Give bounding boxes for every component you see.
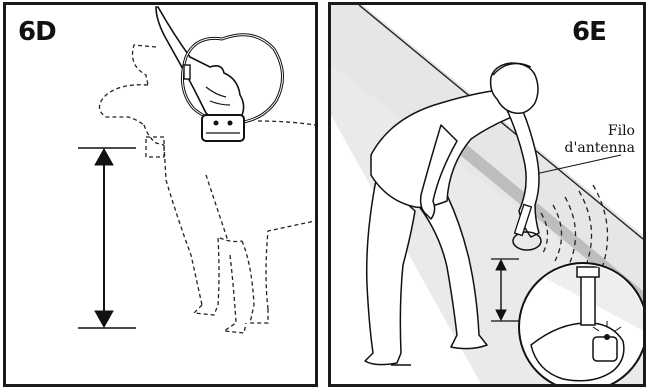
- figure-label-6d: 6D: [18, 19, 56, 45]
- magnified-inset: [519, 263, 643, 384]
- hand-arm: [156, 7, 244, 123]
- figure-panel-6d: 6D: [3, 2, 318, 387]
- antenna-wire-label-line1: Filo: [608, 123, 635, 140]
- height-measurement-arrow: [78, 148, 136, 328]
- antenna-wire-label-line2: d'antenna: [565, 140, 635, 157]
- antenna-wire-test-illustration: [331, 5, 643, 384]
- figure-panel-6e: 6E Filo d'antenna: [328, 2, 646, 387]
- figure-label-6e: 6E: [572, 19, 606, 45]
- collar-receiver: [202, 115, 244, 141]
- dog-collar-illustration: [6, 5, 315, 384]
